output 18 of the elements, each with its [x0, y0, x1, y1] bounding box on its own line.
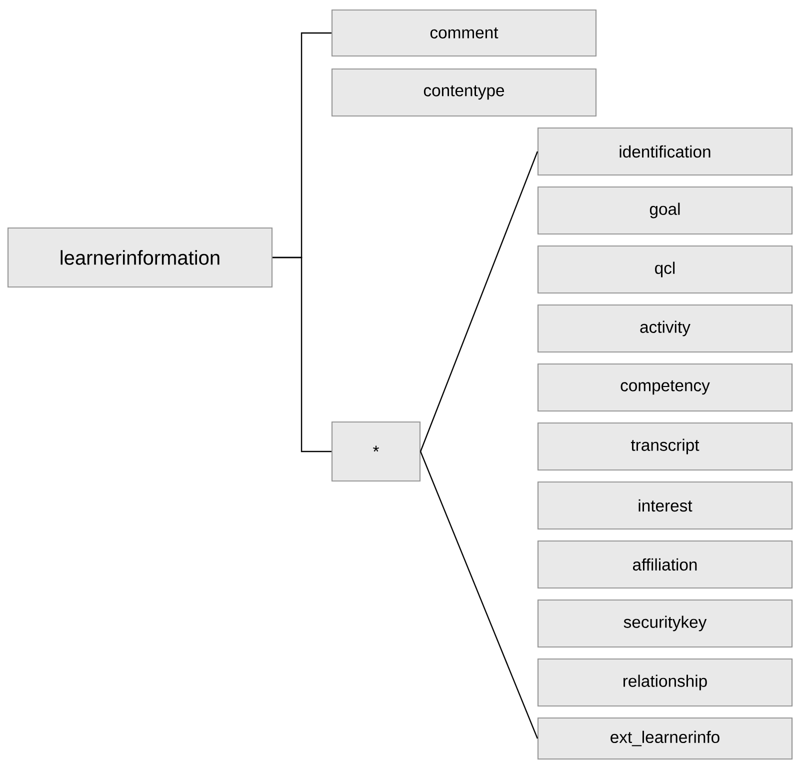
connector-line — [272, 256, 332, 452]
box: transcript — [537, 422, 793, 471]
connector-line — [420, 451, 538, 739]
box: competency — [537, 363, 793, 412]
box: qcl — [537, 245, 793, 294]
box: contentype — [331, 68, 597, 117]
box: securitykey — [537, 599, 793, 648]
box: learnerinformation — [7, 227, 273, 288]
box: activity — [537, 304, 793, 353]
box: interest — [537, 481, 793, 530]
box: ext_learnerinfo — [537, 717, 793, 760]
box: * — [331, 421, 421, 482]
box: identification — [537, 127, 793, 176]
box: affiliation — [537, 540, 793, 589]
box: goal — [537, 186, 793, 235]
connector-line — [420, 151, 538, 452]
box: relationship — [537, 658, 793, 707]
box: comment — [331, 9, 597, 57]
